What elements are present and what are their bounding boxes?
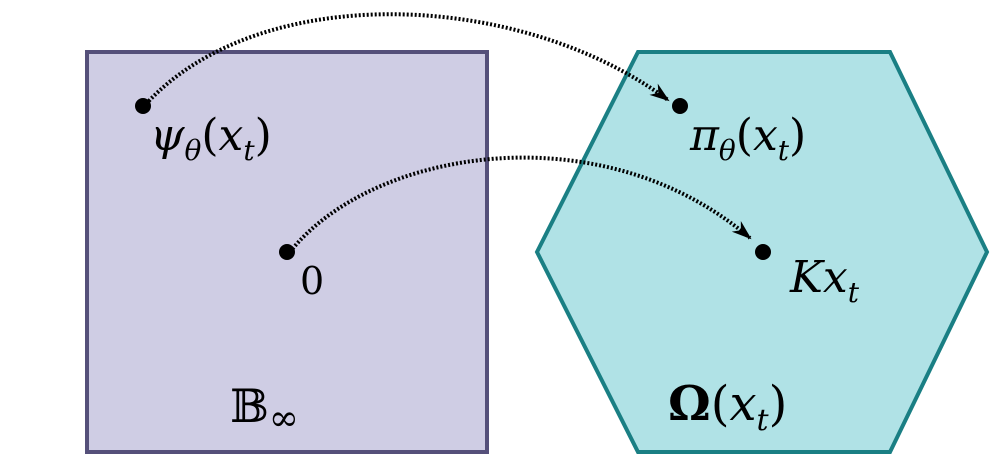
label-box-set: 𝔹∞ [230,379,299,439]
label-psi-text: ψ [150,110,185,161]
label-hex-set: Ω(xt) [668,376,787,438]
label-pi: πθ(xt) [689,110,806,167]
arrow-zero-to-kx [288,155,752,254]
label-kx: Kxt [789,252,860,309]
point-psi [135,98,151,114]
point-pi [672,98,688,114]
label-zero: 0 [300,259,324,303]
point-kx [755,244,771,260]
label-psi: ψθ(xt) [150,110,272,167]
point-zero [279,244,295,260]
